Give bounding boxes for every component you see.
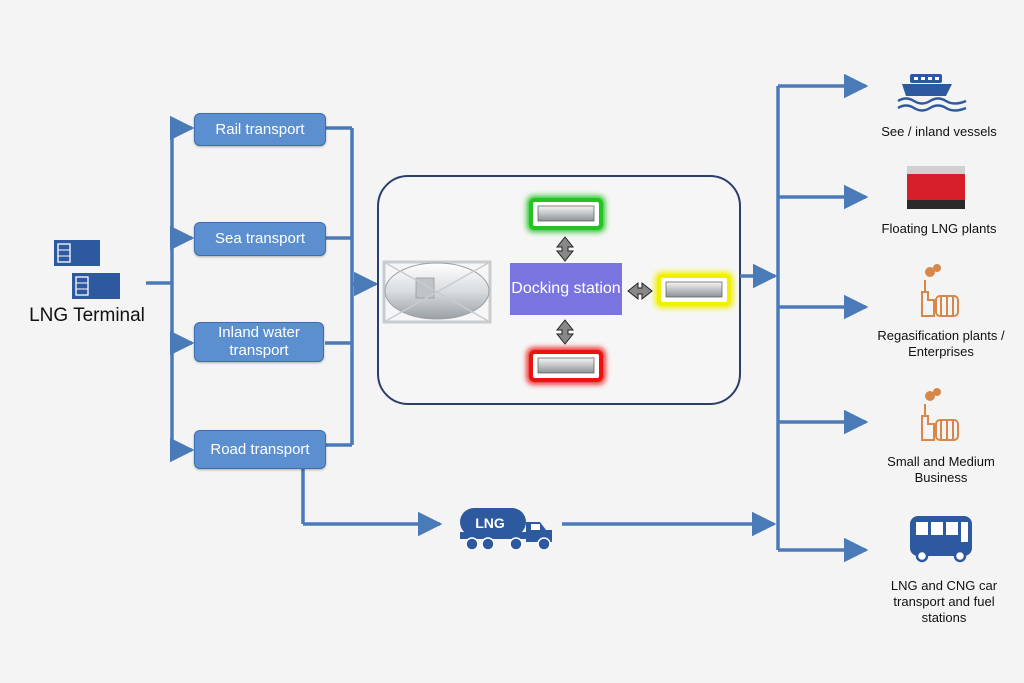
factory-icon: [921, 264, 959, 317]
inland-water-transport-box: Inland water transport: [194, 322, 324, 362]
sea-transport-box: Sea transport: [194, 222, 326, 256]
container-green-status: [527, 196, 605, 232]
destination-label-floating-plants: Floating LNG plants: [881, 221, 997, 236]
destination-connectors: [740, 73, 869, 563]
rail-transport-box: Rail transport: [194, 113, 326, 146]
container-yellow-status: [655, 272, 733, 308]
docking-station: Docking station: [510, 263, 622, 315]
double-arrow-icon-top: [555, 236, 575, 262]
container-red-status: [527, 348, 605, 384]
lng-truck-icon: LNG: [460, 508, 552, 551]
floating-plant-icon: [907, 166, 965, 209]
destination-label-vessels: See / inland vessels: [881, 124, 997, 139]
bus-icon: [910, 516, 972, 563]
double-arrow-icon-bottom: [555, 319, 575, 345]
destination-label-regasification: Regasification plants / Enterprises: [877, 328, 1005, 359]
iso-tank-container-icon: [382, 260, 492, 324]
terminal-containers-icon: [54, 240, 120, 299]
destination-label-smb: Small and Medium Business: [887, 454, 995, 485]
truck-label: LNG: [475, 515, 505, 531]
double-arrow-icon-right: [627, 281, 653, 301]
factory-icon: [921, 388, 959, 441]
ship-icon: [897, 74, 967, 112]
destination-label-fuel-stations: LNG and CNG car transport and fuel stati…: [890, 578, 998, 625]
mode-connectors: [325, 126, 379, 447]
road-connector: [301, 468, 777, 537]
terminal-label: LNG Terminal: [29, 305, 145, 326]
road-transport-box: Road transport: [194, 430, 326, 469]
terminal-connectors: [146, 115, 195, 463]
